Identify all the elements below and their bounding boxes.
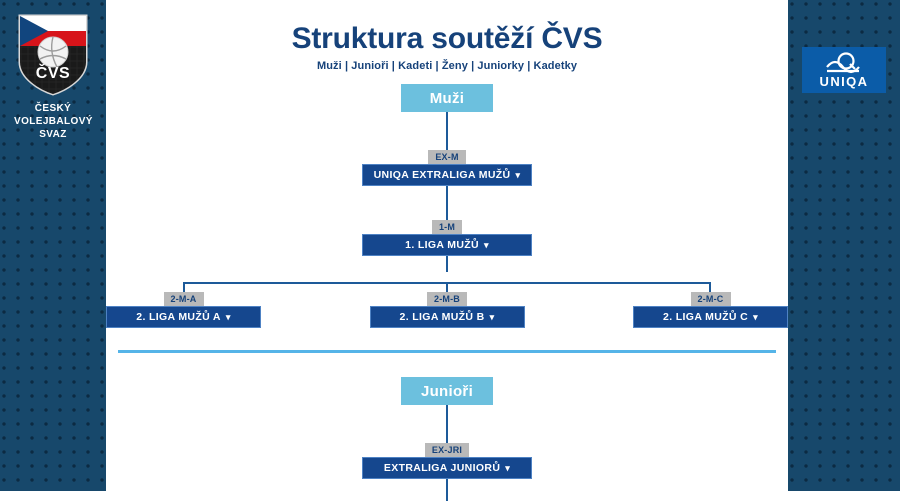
badge-row-2-m-b: 2-M-B — [370, 292, 525, 306]
content-stage: Struktura soutěží ČVS Muži | Junioři | K… — [106, 0, 788, 501]
tree-stub-center — [446, 282, 448, 292]
badge-row-2-m-c: 2-M-C — [633, 292, 788, 306]
node-label-2-m-c: 2. LIGA MUŽŮ C — [663, 311, 749, 323]
tree-branch-connector — [106, 272, 788, 292]
node-1-m[interactable]: 1. LIGA MUŽŮ ▾ — [362, 234, 532, 256]
chevron-down-icon-ex-jri[interactable]: ▾ — [505, 462, 511, 473]
uniqa-wordmark: UNIQA — [819, 74, 869, 89]
node-label-ex-jri: EXTRALIGA JUNIORŮ — [383, 462, 501, 474]
code-badge-ex-jri: EX-JRI — [424, 443, 470, 457]
leaf-2-m-c: 2-M-C 2. LIGA MUŽŮ C ▾ — [633, 292, 788, 328]
code-badge-2-m-a: 2-M-A — [163, 292, 204, 306]
tree-muzi: EX-M UNIQA EXTRALIGA MUŽŮ ▾ 1-M 1. LIGA … — [106, 112, 788, 328]
tree-line-juniori-root — [446, 405, 448, 443]
badge-row-2-m-a: 2-M-A — [106, 292, 261, 306]
cvs-shield-icon: ČVS — [14, 12, 92, 96]
cvs-caption: ČESKÝ VOLEJBALOVÝ SVAZ — [14, 102, 92, 141]
chevron-down-icon-2-m-a[interactable]: ▾ — [225, 311, 231, 322]
code-badge-2-m-b: 2-M-B — [427, 292, 467, 306]
cvs-caption-line3: SVAZ — [39, 129, 67, 140]
tree-line-root — [446, 112, 448, 150]
chevron-down-icon-1-m[interactable]: ▾ — [483, 239, 489, 250]
node-label-1-m: 1. LIGA MUŽŮ — [405, 239, 479, 251]
tree-line-juniori-down — [446, 479, 448, 501]
page-subtitle: Muži | Junioři | Kadeti | Ženy | Juniork… — [316, 60, 578, 72]
chevron-down-icon-ex-m[interactable]: ▾ — [515, 169, 521, 180]
code-badge-ex-m: EX-M — [428, 150, 466, 164]
node-2-m-a[interactable]: 2. LIGA MUŽŮ A ▾ — [106, 306, 261, 328]
cvs-caption-line1: ČESKÝ — [34, 103, 72, 114]
page-title: Struktura soutěží ČVS — [291, 22, 603, 55]
node-ex-m[interactable]: UNIQA EXTRALIGA MUŽŮ ▾ — [362, 164, 532, 186]
node-label-ex-m: UNIQA EXTRALIGA MUŽŮ — [373, 169, 511, 181]
leaf-2-m-a: 2-M-A 2. LIGA MUŽŮ A ▾ — [106, 292, 261, 328]
section-divider — [118, 350, 776, 353]
leaf-2-m-b: 2-M-B 2. LIGA MUŽŮ B ▾ — [369, 292, 525, 328]
cvs-crest-text: ČVS — [36, 63, 70, 82]
left-brand-panel: ČVS ČESKÝ VOLEJBALOVÝ SVAZ — [0, 0, 108, 491]
section-heading-juniori[interactable]: Junioři — [401, 377, 493, 405]
chevron-down-icon-2-m-c[interactable]: ▾ — [753, 311, 758, 322]
cvs-logo: ČVS ČESKÝ VOLEJBALOVÝ SVAZ — [14, 12, 92, 141]
tree-juniori: EX-JRI EXTRALIGA JUNIORŮ ▾ — [106, 405, 788, 501]
code-badge-1-m: 1-M — [431, 220, 463, 234]
node-ex-jri[interactable]: EXTRALIGA JUNIORŮ ▾ — [362, 457, 532, 479]
code-badge-2-m-c: 2-M-C — [690, 292, 731, 306]
node-label-2-m-b: 2. LIGA MUŽŮ B — [399, 311, 485, 323]
badge-row-ex-m: EX-M — [106, 150, 788, 164]
uniqa-logo[interactable]: UNIQA — [802, 47, 886, 93]
section-muzi: Muži EX-M UNIQA EXTRALIGA MUŽŮ ▾ 1-M 1. … — [106, 84, 788, 328]
node-2-m-c[interactable]: 2. LIGA MUŽŮ C ▾ — [633, 306, 788, 328]
node-2-m-b[interactable]: 2. LIGA MUŽŮ B ▾ — [369, 306, 525, 328]
tree-line-1m-down — [446, 256, 448, 272]
leaf-row-2m: 2-M-A 2. LIGA MUŽŮ A ▾ 2-M-B 2. LIGA MUŽ… — [106, 292, 788, 328]
chevron-down-icon-2-m-b[interactable]: ▾ — [489, 311, 495, 322]
section-juniori: Junioři EX-JRI EXTRALIGA JUNIORŮ ▾ — [106, 377, 788, 501]
uniqa-q-wave-icon — [826, 52, 860, 74]
section-heading-muzi[interactable]: Muži — [401, 84, 493, 112]
tree-stub-left — [183, 282, 185, 292]
badge-row-ex-jri: EX-JRI — [106, 443, 788, 457]
tree-line-ex-to-1m — [446, 186, 448, 220]
badge-row-1-m: 1-M — [106, 220, 788, 234]
tree-stub-right — [709, 282, 711, 292]
right-sponsor-panel: UNIQA — [786, 0, 900, 491]
cvs-caption-line2: VOLEJBALOVÝ — [14, 116, 93, 127]
node-label-2-m-a: 2. LIGA MUŽŮ A — [136, 311, 221, 323]
